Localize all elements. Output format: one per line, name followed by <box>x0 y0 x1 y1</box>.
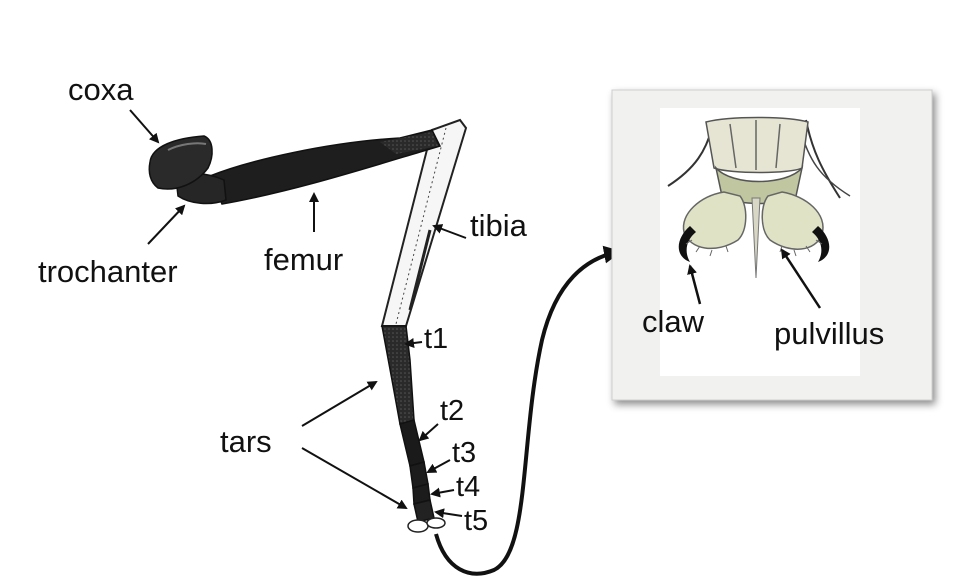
label-t2: t2 <box>440 395 464 427</box>
tarsus-t2-segment <box>400 420 424 466</box>
arrow-coxa <box>130 110 158 142</box>
label-t1: t1 <box>424 323 448 355</box>
label-t3: t3 <box>452 437 476 469</box>
arrow-tibia <box>434 226 466 238</box>
tarsus-t1-segment <box>382 326 414 424</box>
label-trochanter: trochanter <box>38 254 178 289</box>
inset-panel: claw pulvillus <box>612 90 932 400</box>
arrow-t2 <box>420 424 438 440</box>
leg-illustration <box>149 120 466 532</box>
arrow-tars-upper <box>302 382 376 426</box>
label-t4: t4 <box>456 471 480 503</box>
arrow-t4 <box>432 490 454 494</box>
label-pulvillus: pulvillus <box>774 316 884 351</box>
label-coxa: coxa <box>68 72 134 107</box>
arrow-t5 <box>436 512 462 516</box>
label-femur: femur <box>264 242 343 277</box>
label-claw: claw <box>642 304 705 339</box>
arrow-trochanter <box>148 206 184 244</box>
label-tibia: tibia <box>470 208 528 243</box>
label-t5: t5 <box>464 505 488 537</box>
label-tars: tars <box>220 424 272 459</box>
arrow-t3 <box>428 460 450 472</box>
arrow-tars-lower <box>302 448 406 508</box>
leg-claw-tip <box>408 520 428 532</box>
